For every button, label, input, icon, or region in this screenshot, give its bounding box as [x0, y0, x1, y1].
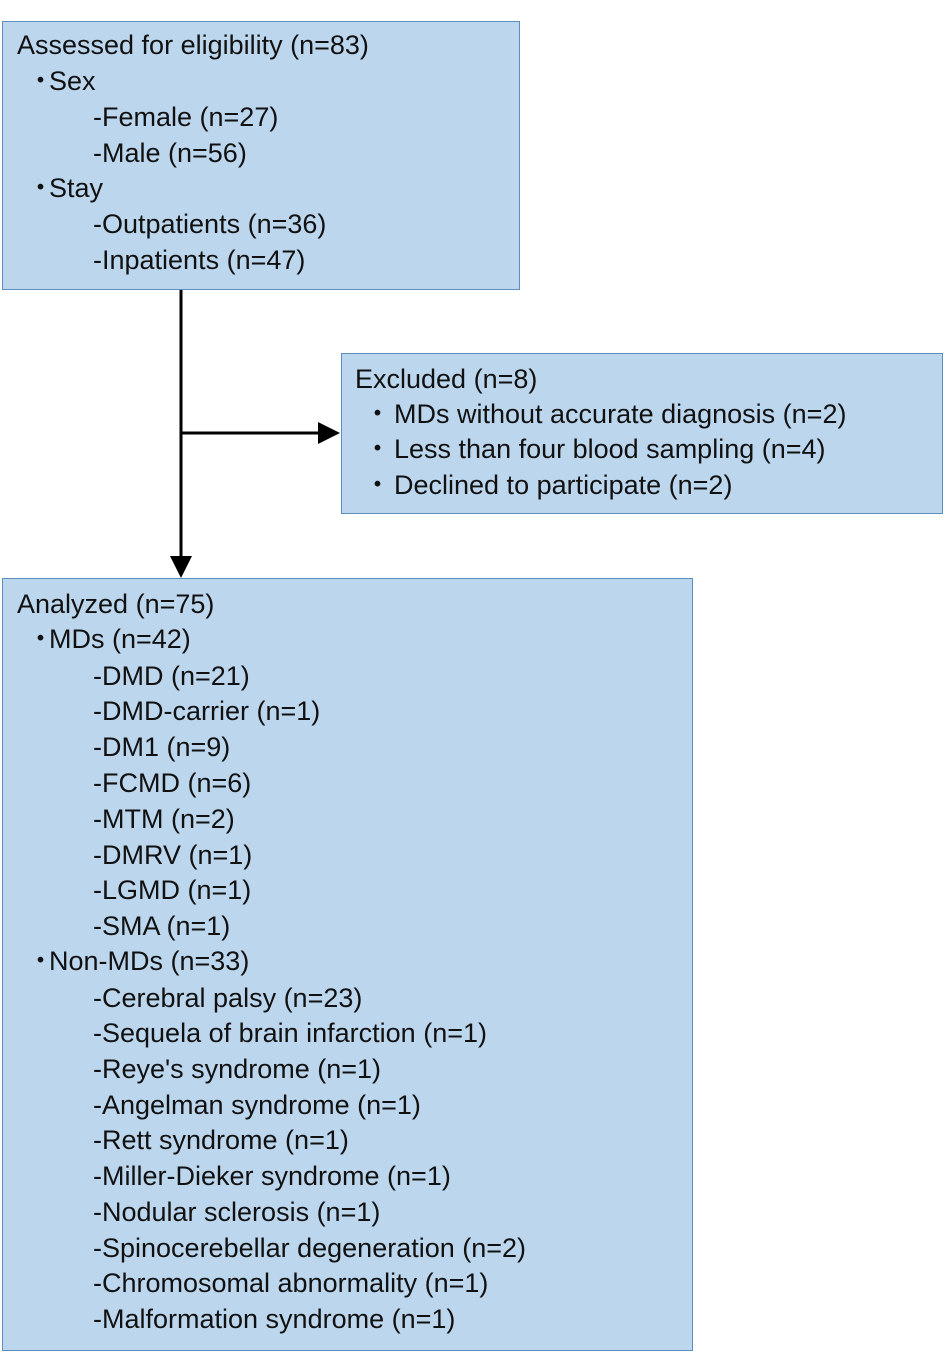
bullet-icon: ・	[364, 434, 391, 464]
list-item: -DM1 (n=9)	[93, 732, 231, 762]
list-item: ・MDs without accurate diagnosis (n=2)	[364, 399, 847, 429]
list-item: -FCMD (n=6)	[93, 768, 252, 798]
group-label-sex: ・Sex	[27, 66, 96, 96]
list-item: -Nodular sclerosis (n=1)	[93, 1197, 381, 1227]
list-item: -Female (n=27)	[93, 102, 279, 132]
list-item: -Malformation syndrome (n=1)	[93, 1304, 456, 1334]
list-item: -DMD (n=21)	[93, 661, 250, 691]
list-item: -DMD-carrier (n=1)	[93, 696, 321, 726]
list-item: -LGMD (n=1)	[93, 875, 252, 905]
list-item: -Chromosomal abnormality (n=1)	[93, 1268, 489, 1298]
assessed-box: Assessed for eligibility (n=83) ・Sex -Fe…	[2, 21, 520, 290]
analyzed-title: Analyzed (n=75)	[17, 589, 215, 619]
group-label-non-mds: ・Non-MDs (n=33)	[27, 946, 250, 976]
list-item: -SMA (n=1)	[93, 911, 231, 941]
list-item: -Outpatients (n=36)	[93, 209, 327, 239]
bullet-icon: ・	[364, 470, 391, 500]
arrowhead-right-icon	[318, 422, 340, 444]
bullet-icon: ・	[364, 399, 391, 429]
list-item: -MTM (n=2)	[93, 804, 235, 834]
list-item: -Spinocerebellar degeneration (n=2)	[93, 1233, 527, 1263]
group-label-stay: ・Stay	[27, 173, 104, 203]
list-item: -Reye's syndrome (n=1)	[93, 1054, 382, 1084]
assessed-title: Assessed for eligibility (n=83)	[17, 30, 369, 60]
list-item: -Male (n=56)	[93, 138, 247, 168]
excluded-title: Excluded (n=8)	[355, 364, 538, 394]
list-item: -Miller-Dieker syndrome (n=1)	[93, 1161, 451, 1191]
analyzed-box: Analyzed (n=75) ・MDs (n=42) -DMD (n=21) …	[2, 578, 693, 1351]
list-item: -Angelman syndrome (n=1)	[93, 1090, 421, 1120]
list-item: -Inpatients (n=47)	[93, 245, 306, 275]
group-label-mds: ・MDs (n=42)	[27, 624, 191, 654]
excluded-box: Excluded (n=8) ・MDs without accurate dia…	[341, 353, 943, 514]
list-item: ・Declined to participate (n=2)	[364, 470, 733, 500]
list-item: ・Less than four blood sampling (n=4)	[364, 434, 826, 464]
list-item: -DMRV (n=1)	[93, 840, 253, 870]
list-item: -Sequela of brain infarction (n=1)	[93, 1018, 487, 1048]
arrowhead-down-icon	[170, 556, 192, 578]
list-item: -Rett syndrome (n=1)	[93, 1125, 349, 1155]
list-item: -Cerebral palsy (n=23)	[93, 983, 363, 1013]
